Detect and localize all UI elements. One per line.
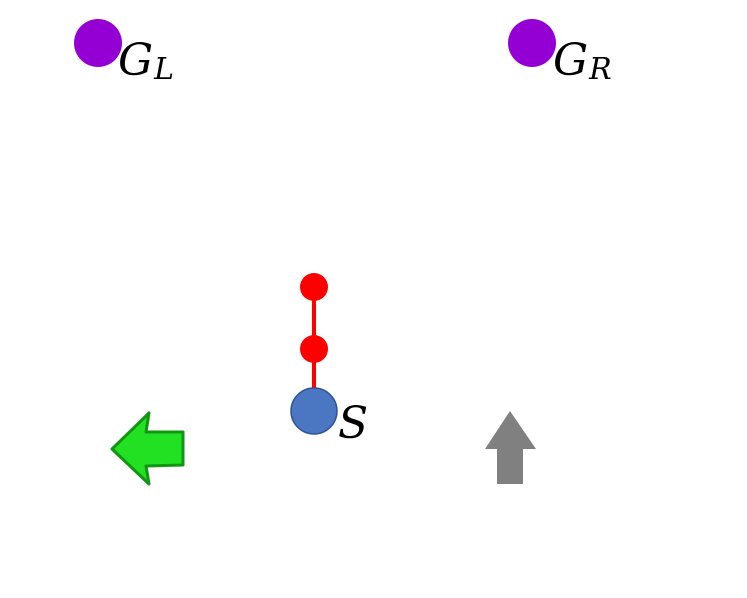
- left-arrow-icon: [110, 411, 185, 486]
- up-arrow-icon: [485, 411, 536, 484]
- goal-right-label: GR: [553, 35, 612, 87]
- goal-left-marker: [74, 19, 122, 67]
- trajectory-point: [300, 335, 328, 363]
- start-label: S: [338, 398, 369, 449]
- trajectory-point: [300, 273, 328, 301]
- start-marker: [290, 387, 338, 435]
- goal-right-marker: [508, 19, 556, 67]
- goal-left-label: GL: [118, 35, 175, 87]
